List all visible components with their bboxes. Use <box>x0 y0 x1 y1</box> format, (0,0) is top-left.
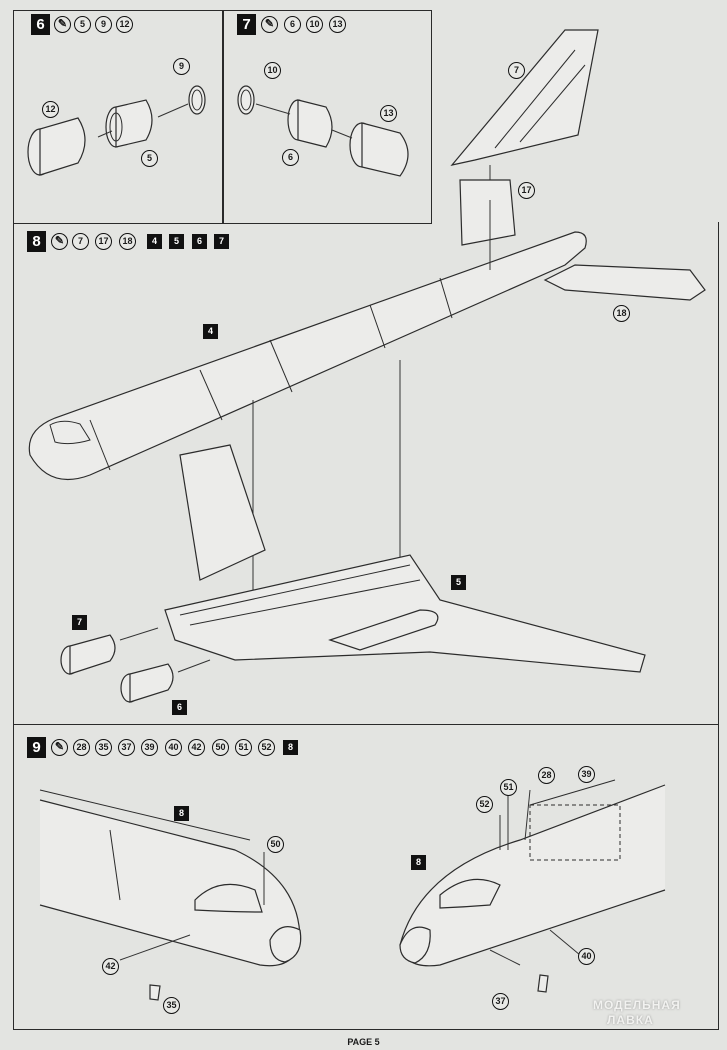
subassembly-number: 7 <box>214 234 229 249</box>
callout-18: 18 <box>613 305 630 322</box>
callout-6: 6 <box>282 149 299 166</box>
callout-50: 50 <box>267 836 284 853</box>
callout-sub-7: 7 <box>72 615 87 630</box>
part-number: 7 <box>72 233 89 250</box>
callout-39: 39 <box>578 766 595 783</box>
callout-42: 42 <box>102 958 119 975</box>
callout-35: 35 <box>163 997 180 1014</box>
part-number: 12 <box>116 16 133 33</box>
part-number: 50 <box>212 739 229 756</box>
part-number: 13 <box>329 16 346 33</box>
part-number: 18 <box>119 233 136 250</box>
part-number: 6 <box>284 16 301 33</box>
watermark: МОДЕЛЬНАЯ ЛАВКА <box>593 998 681 1028</box>
callout-sub-4: 4 <box>203 324 218 339</box>
step6-panel <box>13 10 224 224</box>
callout-10: 10 <box>264 62 281 79</box>
part-number: 17 <box>95 233 112 250</box>
callout-13: 13 <box>380 105 397 122</box>
glue-icon: ✎ <box>54 16 71 33</box>
subassembly-number: 6 <box>192 234 207 249</box>
step-number: 6 <box>31 14 50 35</box>
part-number: 40 <box>165 739 182 756</box>
subassembly-number: 4 <box>147 234 162 249</box>
callout-7: 7 <box>508 62 525 79</box>
part-number: 35 <box>95 739 112 756</box>
part-number: 39 <box>141 739 158 756</box>
part-number: 42 <box>188 739 205 756</box>
step7-panel <box>222 10 432 224</box>
callout-12: 12 <box>42 101 59 118</box>
tail-fin-part <box>450 29 599 180</box>
glue-icon: ✎ <box>51 739 68 756</box>
step9-panel <box>13 724 719 1030</box>
callout-40: 40 <box>578 948 595 965</box>
part-number: 28 <box>73 739 90 756</box>
callout-37: 37 <box>492 993 509 1010</box>
part-number: 51 <box>235 739 252 756</box>
page-number: PAGE 5 <box>347 1037 380 1047</box>
watermark-line1: МОДЕЛЬНАЯ <box>593 998 681 1012</box>
callout-sub-5: 5 <box>451 575 466 590</box>
callout-sub-6: 6 <box>172 700 187 715</box>
part-number: 5 <box>74 16 91 33</box>
part-number: 37 <box>118 739 135 756</box>
callout-52: 52 <box>476 796 493 813</box>
callout-51: 51 <box>500 779 517 796</box>
part-number: 9 <box>95 16 112 33</box>
watermark-line2: ЛАВКА <box>607 1013 654 1027</box>
subassembly-number: 8 <box>283 740 298 755</box>
step-number: 7 <box>237 14 256 35</box>
part-number: 52 <box>258 739 275 756</box>
callout-sub-8-left: 8 <box>174 806 189 821</box>
callout-9: 9 <box>173 58 190 75</box>
callout-28: 28 <box>538 767 555 784</box>
step-number: 9 <box>27 737 46 758</box>
step-number: 8 <box>27 231 46 252</box>
step8-engines <box>60 627 211 703</box>
step6-engine-parts <box>27 85 206 176</box>
wing-assembly-part <box>164 444 646 673</box>
callout-5: 5 <box>141 150 158 167</box>
fuselage-part <box>28 179 706 608</box>
step7-engine-parts <box>237 85 409 177</box>
step9-left-nose <box>39 789 302 1001</box>
callout-sub-8-right: 8 <box>411 855 426 870</box>
glue-icon: ✎ <box>51 233 68 250</box>
part-number: 10 <box>306 16 323 33</box>
glue-icon: ✎ <box>261 16 278 33</box>
callout-17: 17 <box>518 182 535 199</box>
step9-right-nose <box>399 779 666 993</box>
subassembly-number: 5 <box>169 234 184 249</box>
